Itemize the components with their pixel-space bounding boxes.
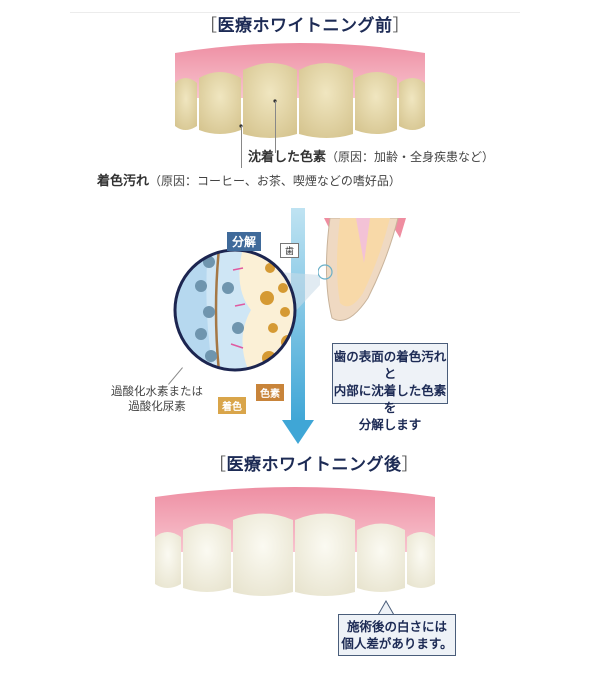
agent-label-line1: 過酸化水素または bbox=[111, 384, 203, 398]
stained-teeth-illustration bbox=[175, 43, 425, 138]
before-title: 医療ホワイトニング前 bbox=[217, 16, 393, 36]
stain-tag: 着色 bbox=[218, 397, 246, 414]
process-callout-line2: 内部に沈着した色素を bbox=[333, 383, 447, 415]
process-down-arrow-icon bbox=[282, 208, 314, 444]
surface-stain-leader bbox=[241, 126, 242, 168]
deep-stain-cause: （原因：加齢・全身疾患など） bbox=[326, 150, 495, 164]
process-callout: 歯の表面の着色汚れと 内部に沈着した色素を 分解します bbox=[332, 343, 448, 432]
bracket-close: ］ bbox=[401, 455, 419, 475]
magnified-tooth-surface bbox=[173, 248, 297, 372]
deep-stain-caption: 沈着した色素（原因：加齢・全身疾患など） bbox=[248, 146, 494, 165]
after-callout-line1: 施術後の白さには bbox=[346, 619, 447, 634]
agent-label-line2: 過酸化尿素 bbox=[128, 399, 186, 413]
surface-stain-caption: 着色汚れ（原因：コーヒー、お茶、喫煙などの嗜好品） bbox=[97, 170, 401, 189]
deep-stain-label: 沈着した色素 bbox=[248, 150, 327, 165]
bracket-open: ［ bbox=[200, 16, 218, 36]
deep-stain-leader bbox=[275, 101, 276, 153]
after-callout: 施術後の白さには 個人差があります。 bbox=[338, 614, 456, 656]
surface-stain-cause: （原因：コーヒー、お茶、喫煙などの嗜好品） bbox=[149, 174, 401, 188]
tooth-cross-section bbox=[318, 218, 406, 321]
tooth-tag: 歯 bbox=[280, 243, 300, 258]
before-heading: ［医療ホワイトニング前］ bbox=[200, 11, 410, 36]
agent-caption: 過酸化水素または 過酸化尿素 bbox=[111, 384, 203, 414]
bracket-open: ［ bbox=[209, 455, 227, 475]
after-title: 医療ホワイトニング後 bbox=[226, 455, 402, 475]
after-callout-line2: 個人差があります。 bbox=[341, 636, 453, 651]
callout-pointer-icon bbox=[378, 600, 394, 615]
process-callout-line1: 歯の表面の着色汚れと bbox=[333, 349, 447, 381]
decompose-badge: 分解 bbox=[227, 232, 262, 251]
white-teeth-illustration bbox=[155, 487, 435, 596]
surface-stain-label: 着色汚れ bbox=[97, 174, 150, 189]
process-callout-line3: 分解します bbox=[358, 417, 422, 432]
after-heading: ［医療ホワイトニング後］ bbox=[209, 450, 419, 475]
top-divider bbox=[70, 12, 520, 13]
pigment-tag: 色素 bbox=[256, 384, 284, 401]
bracket-close: ］ bbox=[392, 16, 410, 36]
